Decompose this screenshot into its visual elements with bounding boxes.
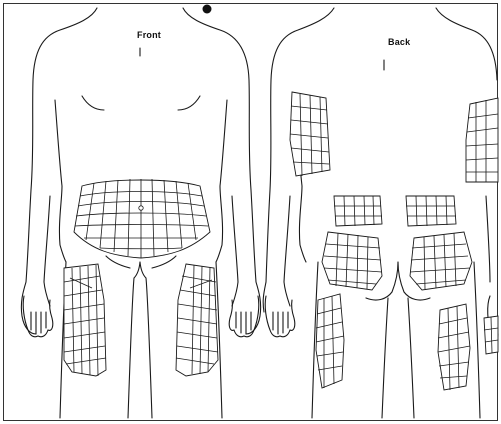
back-label: Back	[388, 37, 410, 47]
front-left-thigh-grid	[64, 264, 106, 376]
front-right-thigh-grid	[176, 264, 218, 376]
front-neck-mark	[203, 5, 212, 14]
front-abdomen-grid	[74, 179, 210, 258]
back-right-buttock-grid	[410, 232, 472, 290]
back-right-thigh-grid	[438, 304, 470, 390]
back-left-thigh-grid	[316, 294, 344, 388]
back-left-waist-grid	[334, 196, 382, 226]
back-right-upper-arm-grid	[466, 98, 498, 182]
back-left-upper-arm-grid	[290, 92, 330, 176]
back-right-waist-grid	[406, 196, 456, 226]
front-label: Front	[137, 30, 161, 40]
back-right-forearm-fragment	[484, 316, 498, 354]
back-left-buttock-grid	[322, 232, 382, 290]
